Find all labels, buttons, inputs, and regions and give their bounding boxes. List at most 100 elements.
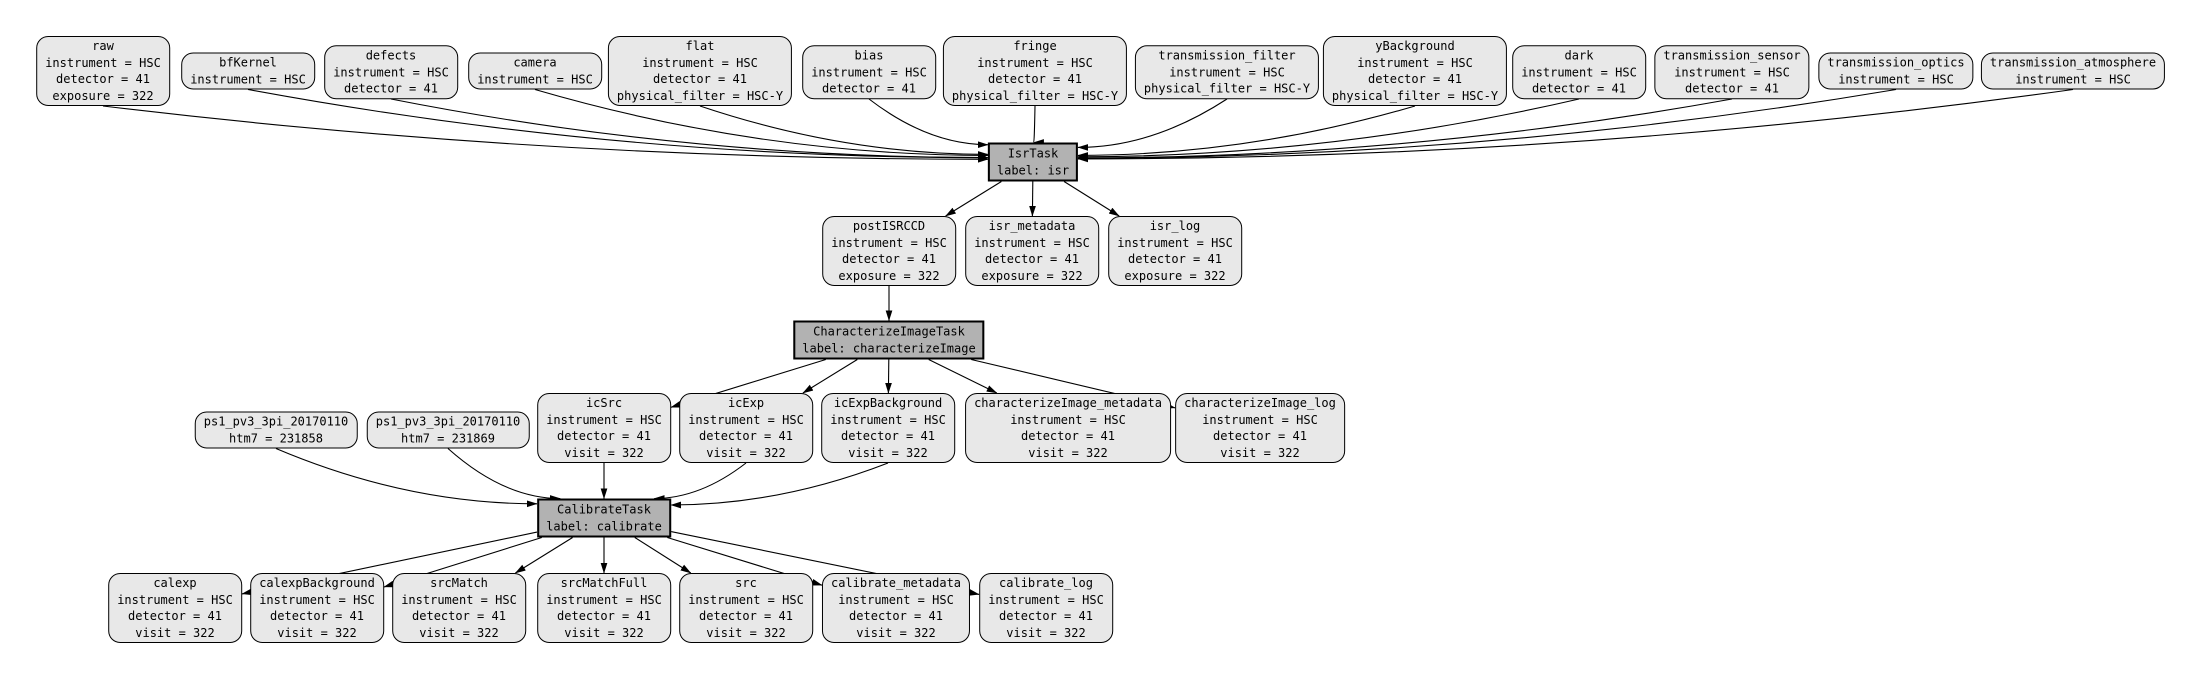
node-title: transmission_optics: [1827, 55, 1965, 70]
node-bfKernel: bfKernel instrument = HSC: [181, 52, 315, 90]
node-detail-line: visit = 322: [419, 625, 499, 640]
node-title: srcMatch: [430, 576, 488, 590]
node-title: ps1_pv3_3pi_20170110: [375, 414, 521, 429]
node-detail-line: visit = 322: [135, 625, 215, 640]
node-detail-line: instrument = HSC: [546, 412, 662, 427]
node-detail-line: visit = 322: [706, 445, 786, 460]
node-detail-line: detector = 41: [344, 81, 438, 96]
edge-fringe-to-isr_task: [1033, 105, 1044, 146]
node-detail-line: instrument = HSC: [838, 592, 954, 607]
node-detail-line: detector = 41: [1368, 72, 1462, 86]
node-detail-line: instrument = HSC: [1202, 412, 1318, 427]
node-detail-line: label: calibrate: [546, 519, 662, 533]
node-title: bfKernel: [219, 55, 277, 70]
node-detail-line: instrument = HSC: [117, 592, 233, 607]
node-title: raw: [92, 39, 114, 53]
node-title: fringe: [1013, 39, 1057, 53]
edge-calibrate_task-to-srcMatch: [514, 537, 573, 574]
node-detail-line: physical_filter = HSC-Y: [1331, 88, 1499, 103]
node-detail-line: instrument = HSC: [977, 55, 1093, 70]
node-detail-line: exposure = 322: [838, 268, 940, 283]
node-title: icExpBackground: [833, 396, 943, 410]
node-detail-line: htm7 = 231858: [229, 431, 323, 445]
node-detail-line: detector = 41: [699, 609, 793, 623]
node-title: characterizeImage_log: [1184, 396, 1336, 410]
edge-defects-to-isr_task: [390, 98, 989, 161]
node-title: src: [735, 576, 757, 590]
node-detail-line: instrument = HSC: [45, 55, 161, 70]
node-title: isr_log: [1149, 219, 1201, 233]
edge-characterizeImage_task-to-characterizeImage_metadata: [928, 359, 998, 394]
node-detail-line: detector = 41: [1021, 429, 1115, 443]
node-detail-line: physical_filter = HSC-Y: [616, 88, 784, 103]
node-detail-line: label: characterizeImage: [802, 341, 976, 355]
node-title: flat: [685, 39, 715, 53]
edge-transmission_atmosphere-to-isr_task: [1077, 88, 2074, 163]
node-detail-line: instrument = HSC: [1010, 412, 1126, 427]
node-title: isr_metadata: [988, 219, 1076, 233]
edge-calibrate_task-to-src: [634, 537, 692, 574]
node-detail-line: instrument = HSC: [2015, 72, 2131, 86]
edge-isr_task-to-isr_log: [1063, 181, 1120, 217]
node-detail-line: visit = 322: [1220, 445, 1300, 460]
node-detail-line: detector = 41: [849, 609, 943, 623]
node-ps1_htm7_231858: ps1_pv3_3pi_20170110 htm7 = 231858: [194, 411, 358, 449]
node-detail-line: physical_filter = HSC-Y: [951, 88, 1119, 103]
node-title: bias: [854, 48, 884, 63]
node-title: calexpBackground: [259, 576, 375, 590]
node-detail-line: instrument = HSC: [546, 592, 662, 607]
node-detail-line: label: isr: [996, 163, 1070, 177]
node-title: calexp: [153, 576, 197, 590]
node-detail-line: exposure = 322: [52, 88, 154, 103]
node-detail-line: instrument = HSC: [642, 55, 758, 70]
node-title: ps1_pv3_3pi_20170110: [203, 414, 349, 429]
node-detail-line: visit = 322: [277, 625, 357, 640]
node-detail-line: detector = 41: [1685, 81, 1779, 96]
node-title: icExp: [727, 396, 765, 410]
node-detail-line: detector = 41: [557, 609, 651, 623]
node-detail-line: detector = 41: [822, 81, 916, 96]
node-detail-line: instrument = HSC: [1169, 64, 1285, 79]
node-detail-line: instrument = HSC: [190, 72, 306, 86]
node-detail-line: detector = 41: [1128, 252, 1222, 266]
node-detail-line: detector = 41: [1532, 81, 1626, 96]
node-detail-line: detector = 41: [412, 609, 506, 623]
node-detail-line: htm7 = 231869: [401, 431, 495, 445]
node-detail-line: detector = 41: [988, 72, 1082, 86]
edge-isr_task-to-postISRCCD: [945, 181, 1002, 217]
node-detail-line: detector = 41: [841, 429, 935, 443]
node-detail-line: visit = 322: [1028, 445, 1108, 460]
node-detail-line: instrument = HSC: [988, 592, 1104, 607]
node-flat: flat instrument = HSC detector = 41 physica…: [607, 36, 793, 106]
node-title: postISRCCD: [852, 219, 926, 233]
edge-icExp-to-calibrate_task: [653, 462, 747, 502]
node-title: transmission_filter: [1158, 48, 1296, 63]
edge-characterizeImage_task-to-icExp: [802, 359, 858, 394]
node-isr_task: IsrTask label: isr: [987, 142, 1079, 182]
node-fringe: fringe instrument = HSC detector = 41 physi…: [942, 36, 1128, 106]
node-detail-line: detector = 41: [653, 72, 747, 86]
node-detail-line: instrument = HSC: [1357, 55, 1473, 70]
node-detail-line: visit = 322: [564, 625, 644, 640]
node-title: srcMatchFull: [560, 576, 648, 590]
node-title: IsrTask: [1007, 146, 1059, 161]
node-title: yBackground: [1375, 39, 1455, 53]
edge-raw-to-isr_task: [102, 105, 989, 163]
node-detail-line: instrument = HSC: [1117, 235, 1233, 250]
node-detail-line: instrument = HSC: [831, 235, 947, 250]
